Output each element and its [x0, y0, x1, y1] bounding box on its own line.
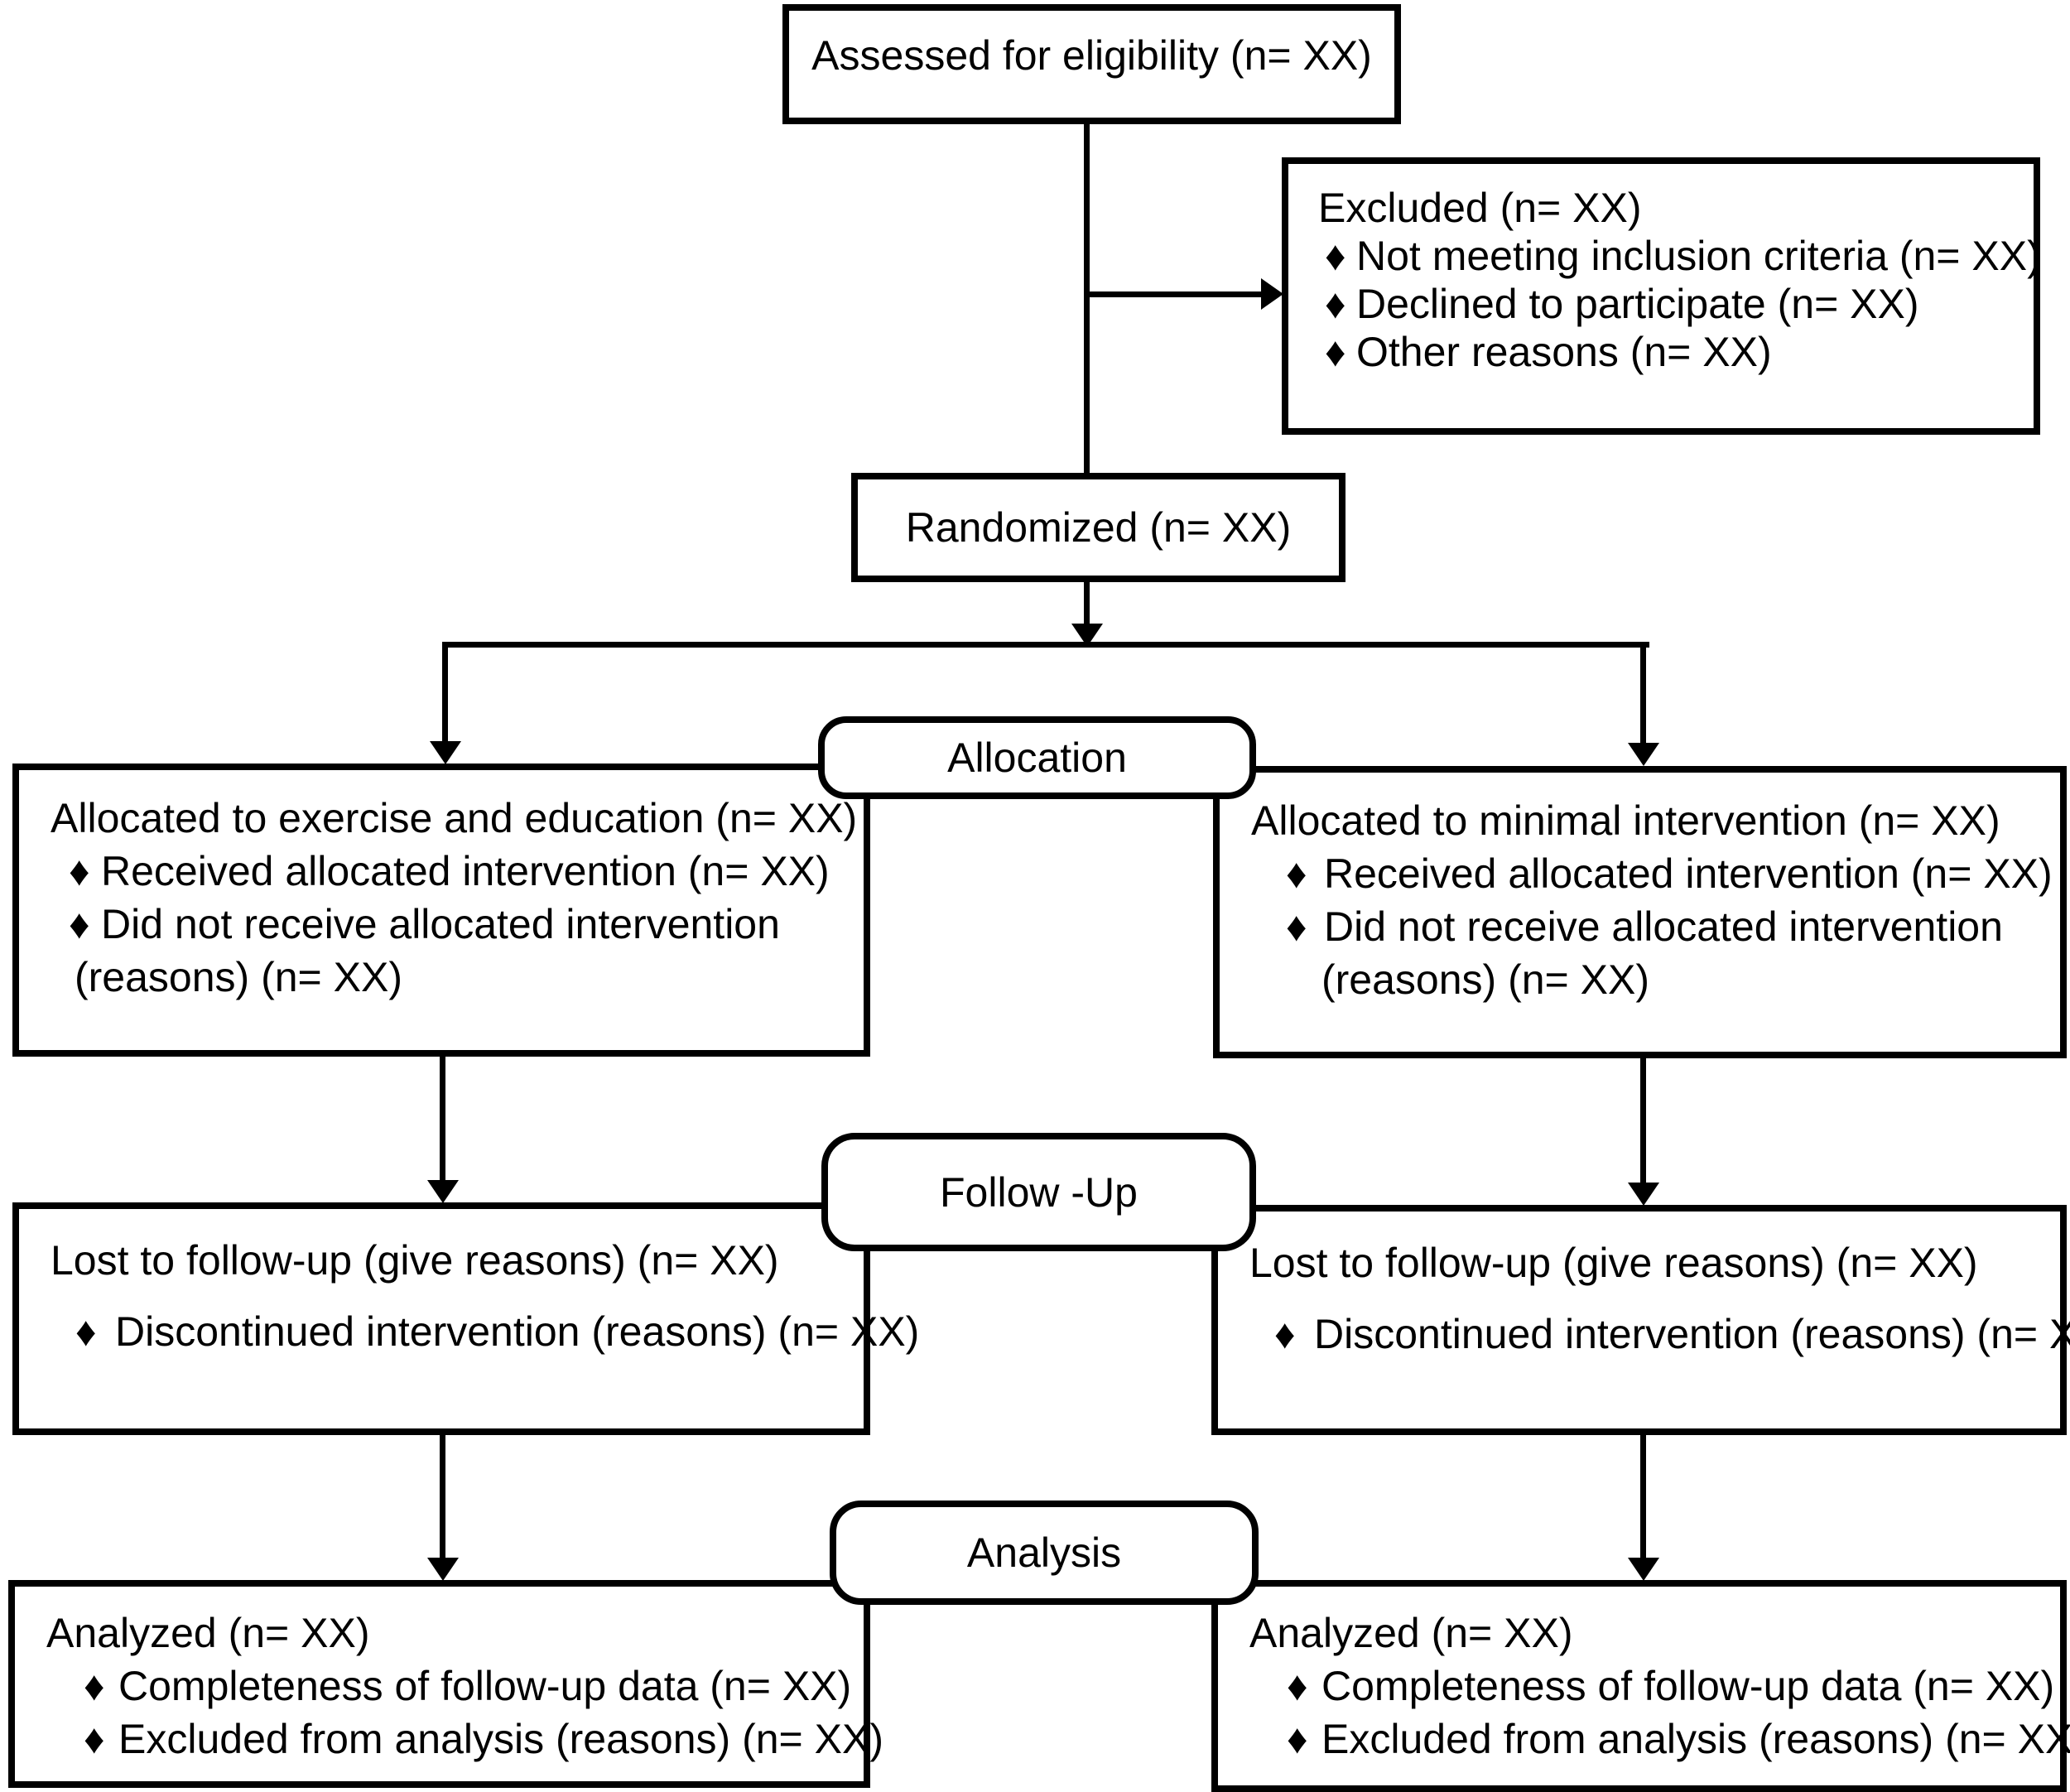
bullet-diamond-icon: ♦ — [1325, 233, 1346, 279]
analysis-left-title: Analyzed (n= XX) — [46, 1610, 370, 1656]
arrowhead-followup-right-icon — [1628, 1183, 1659, 1206]
excluded-item: ♦ Other reasons (n= XX) — [1325, 329, 1772, 375]
randomized-text: Randomized (n= XX) — [905, 504, 1292, 551]
allocation-left-item: ♦ Received allocated intervention (n= XX… — [51, 845, 830, 898]
allocation-right-continuation: (reasons) (n= XX) — [1321, 956, 1649, 1003]
stage-label-followup: Follow -Up — [821, 1133, 1256, 1251]
connector-branch-to-alloc-left — [442, 642, 448, 741]
connector-followup-to-analysis-left — [440, 1434, 445, 1558]
arrowhead-analysis-left-icon — [427, 1558, 459, 1581]
bullet-diamond-icon: ♦ — [75, 1308, 97, 1355]
bullet-diamond-icon: ♦ — [1286, 903, 1307, 950]
connector-to-excluded — [1084, 291, 1261, 297]
assessed-for-eligibility-box: Assessed for eligibility (n= XX) — [782, 4, 1401, 124]
analysis-right-item: ♦ Excluded from analysis (reasons) (n= X… — [1249, 1713, 2070, 1766]
assessed-text: Assessed for eligibility (n= XX) — [811, 31, 1372, 79]
analysis-right-box: Analyzed (n= XX) ♦ Completeness of follo… — [1211, 1580, 2070, 1792]
followup-right-item: ♦ Discontinued intervention (reasons) (n… — [1249, 1308, 2070, 1361]
excluded-item: ♦ Not meeting inclusion criteria (n= XX) — [1325, 233, 2041, 279]
analysis-left-item: ♦ Excluded from analysis (reasons) (n= X… — [46, 1713, 883, 1766]
stage-label-analysis: Analysis — [830, 1501, 1259, 1605]
arrowhead-alloc-left-icon — [430, 741, 461, 764]
arrowhead-analysis-right-icon — [1628, 1558, 1659, 1581]
allocation-right-item: ♦ Received allocated intervention (n= XX… — [1251, 847, 2053, 900]
bullet-diamond-icon: ♦ — [69, 901, 90, 947]
connector-alloc-to-followup-left — [440, 1056, 445, 1180]
analysis-left-item: ♦ Completeness of follow-up data (n= XX) — [46, 1660, 851, 1713]
bullet-diamond-icon: ♦ — [1274, 1311, 1296, 1357]
excluded-box: Excluded (n= XX) ♦ Not meeting inclusion… — [1282, 157, 2041, 435]
arrowhead-excluded-icon — [1261, 278, 1283, 310]
allocation-right-title: Allocated to minimal intervention (n= XX… — [1251, 797, 2000, 844]
bullet-diamond-icon: ♦ — [1325, 281, 1346, 327]
followup-left-title: Lost to follow-up (give reasons) (n= XX) — [51, 1237, 779, 1284]
randomized-box: Randomized (n= XX) — [851, 473, 1346, 582]
allocation-right-box: Allocated to minimal intervention (n= XX… — [1213, 766, 2067, 1058]
analysis-right-item: ♦ Completeness of follow-up data (n= XX) — [1249, 1660, 2054, 1713]
connector-alloc-to-followup-right — [1640, 1058, 1646, 1183]
connector-assessed-to-randomized — [1084, 123, 1090, 473]
followup-left-item: ♦ Discontinued intervention (reasons) (n… — [51, 1305, 919, 1358]
arrowhead-followup-left-icon — [427, 1180, 459, 1203]
allocation-right-item: ♦ Did not receive allocated intervention — [1251, 900, 2044, 953]
allocation-left-title: Allocated to exercise and education (n= … — [51, 795, 858, 841]
branch-line — [442, 642, 1649, 648]
followup-left-box: Lost to follow-up (give reasons) (n= XX)… — [12, 1202, 919, 1435]
excluded-item: ♦ Declined to participate (n= XX) — [1325, 281, 1919, 327]
followup-right-title: Lost to follow-up (give reasons) (n= XX) — [1249, 1240, 1978, 1286]
bullet-diamond-icon: ♦ — [1325, 329, 1346, 375]
allocation-left-continuation: (reasons) (n= XX) — [75, 954, 402, 1000]
connector-randomized-to-branch — [1084, 582, 1090, 624]
connector-branch-to-alloc-right — [1640, 642, 1646, 743]
bullet-diamond-icon: ♦ — [1287, 1716, 1308, 1762]
bullet-diamond-icon: ♦ — [69, 848, 90, 894]
analysis-left-box: Analyzed (n= XX) ♦ Completeness of follo… — [8, 1580, 883, 1788]
bullet-diamond-icon: ♦ — [84, 1663, 105, 1709]
bullet-diamond-icon: ♦ — [1287, 1663, 1308, 1709]
bullet-diamond-icon: ♦ — [1286, 850, 1307, 897]
stage-label-allocation: Allocation — [818, 716, 1256, 799]
analysis-right-title: Analyzed (n= XX) — [1249, 1610, 1573, 1656]
excluded-title: Excluded (n= XX) — [1318, 185, 1642, 231]
followup-right-box: Lost to follow-up (give reasons) (n= XX)… — [1211, 1205, 2070, 1435]
connector-followup-to-analysis-right — [1640, 1434, 1646, 1558]
allocation-left-item: ♦ Did not receive allocated intervention — [51, 898, 780, 951]
allocation-left-box: Allocated to exercise and education (n= … — [12, 764, 870, 1057]
arrowhead-alloc-right-icon — [1628, 743, 1659, 766]
bullet-diamond-icon: ♦ — [84, 1716, 105, 1762]
